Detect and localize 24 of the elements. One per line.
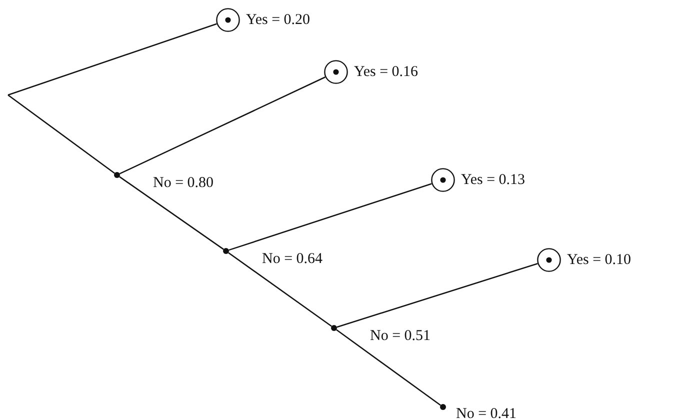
branch-line [119, 76, 326, 174]
branch-dot [223, 248, 229, 254]
branch-dot [331, 325, 337, 331]
branch-line [228, 183, 432, 251]
probability-label: No = 0.64 [262, 250, 323, 268]
probability-label: No = 0.41 [456, 405, 517, 420]
outcome-circle [537, 248, 561, 272]
probability-label: Yes = 0.16 [354, 63, 418, 81]
outcome-circle [324, 60, 348, 84]
probability-label: No = 0.80 [153, 174, 214, 192]
branch-dot [440, 404, 446, 410]
branch-line [336, 263, 538, 328]
branch-line [8, 94, 115, 174]
probability-label: No = 0.51 [370, 327, 431, 345]
outcome-circle [216, 8, 240, 32]
branch-line [8, 23, 217, 96]
branch-line [336, 329, 441, 406]
branch-line [228, 252, 332, 327]
branch-line [119, 176, 224, 250]
outcome-circle [431, 168, 455, 192]
probability-label: Yes = 0.20 [246, 11, 310, 29]
probability-label: Yes = 0.13 [461, 171, 526, 189]
branch-dot [114, 172, 120, 178]
probability-label: Yes = 0.10 [567, 251, 632, 269]
